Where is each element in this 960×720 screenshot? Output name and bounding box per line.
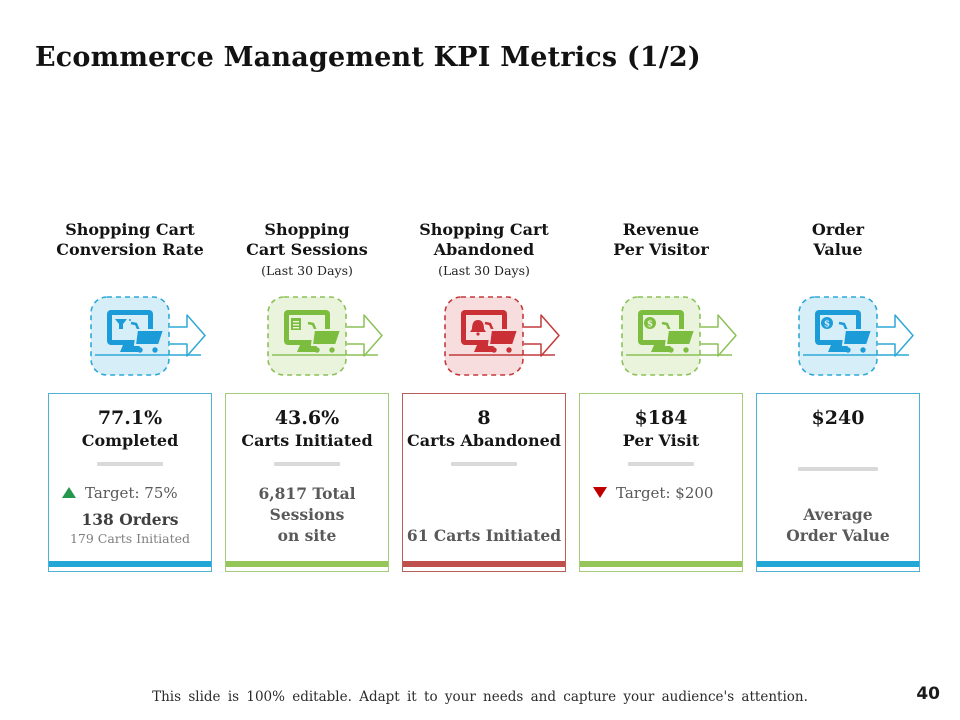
target-row: Target: 75% [62, 484, 178, 502]
heading-line: Conversion Rate [56, 240, 204, 260]
kpi-card-cart-abandoned: 8 Carts Abandoned 61 Carts Initiated [402, 393, 566, 572]
kpi-column-header-revenue-per-visitor: Revenue Per Visitor [579, 220, 743, 278]
footer-note: This slide is 100% editable. Adapt it to… [152, 689, 808, 705]
kpi-card-order-value: $240 Average Order Value [756, 393, 920, 572]
divider [628, 461, 694, 466]
monitor-shopping-cart-icon: $ [756, 294, 920, 386]
triangle-up-icon [62, 487, 76, 499]
divider [798, 466, 878, 471]
divider [451, 461, 517, 466]
arrow-right-icon [347, 314, 383, 357]
heading-line: Shopping Cart [419, 220, 549, 239]
kpi-value: 77.1% [97, 407, 163, 429]
kpi-value-label: Completed [81, 430, 179, 450]
target-text: Target: 75% [85, 483, 178, 502]
detail-block: 138 Orders 179 Carts Initiated [70, 510, 190, 547]
kpi-column-header-order-value: Order Value [756, 220, 920, 278]
kpi-cards-band: 77.1% Completed Target: 75% 138 Orders 1… [48, 393, 920, 572]
detail-line: 61 Carts Initiated [406, 526, 562, 546]
detail-primary: 138 Orders [81, 509, 179, 529]
kpi-column-header-conversion-rate: Shopping Cart Conversion Rate [48, 220, 212, 278]
monitor-shopping-cart-icon [402, 294, 566, 386]
heading-line: Revenue [622, 220, 700, 239]
detail-block: 61 Carts Initiated [407, 526, 561, 547]
kpi-value: 43.6% [274, 407, 340, 429]
detail-block: 6,817 Total Sessions on site [226, 484, 388, 547]
svg-text:$: $ [647, 320, 653, 330]
kpi-card-revenue-per-visitor: $184 Per Visit Target: $200 [579, 393, 743, 572]
kpi-value: 8 [477, 407, 491, 429]
heading-subtext: (Last 30 Days) [438, 262, 530, 278]
target-row: Target: $200 [593, 484, 713, 502]
detail-block: Average Order Value [786, 505, 890, 547]
divider [97, 461, 163, 466]
monitor-shopping-cart-icon: $ [579, 294, 743, 386]
detail-line: Average [803, 505, 873, 525]
heading-line: Shopping [264, 220, 350, 239]
triangle-down-icon [593, 487, 607, 499]
kpi-column-header-cart-sessions: Shopping Cart Sessions (Last 30 Days) [225, 220, 389, 278]
detail-line: 6,817 Total Sessions [258, 484, 356, 525]
heading-line: Abandoned [433, 240, 535, 260]
detail-line: on site [277, 526, 337, 546]
arrow-right-icon [524, 314, 560, 357]
kpi-value-label: Carts Initiated [241, 430, 373, 450]
kpi-card-conversion-rate: 77.1% Completed Target: 75% 138 Orders 1… [48, 393, 212, 572]
divider [274, 461, 340, 466]
heading-subtext: (Last 30 Days) [261, 262, 353, 278]
heading-line: Cart Sessions [246, 240, 368, 260]
monitor-shopping-cart-icon [225, 294, 389, 386]
kpi-value: $240 [811, 407, 865, 429]
detail-line: Order Value [786, 526, 890, 546]
target-text: Target: $200 [616, 483, 714, 502]
svg-text:$: $ [824, 320, 830, 330]
page-number: 40 [916, 684, 940, 704]
heading-line: Shopping Cart [65, 220, 195, 239]
arrow-right-icon [878, 314, 914, 357]
kpi-card-cart-sessions: 43.6% Carts Initiated 6,817 Total Sessio… [225, 393, 389, 572]
kpi-value: $184 [634, 407, 688, 429]
kpi-value-label: Per Visit [622, 430, 700, 450]
kpi-headers-band: Shopping Cart Conversion Rate Shopping C… [48, 220, 916, 278]
kpi-value-label: Carts Abandoned [407, 430, 561, 450]
slide-title: Ecommerce Management KPI Metrics (1/2) [35, 42, 701, 74]
heading-line: Per Visitor [613, 240, 709, 260]
detail-secondary: 179 Carts Initiated [69, 530, 191, 546]
arrow-right-icon [170, 314, 206, 357]
kpi-column-header-cart-abandoned: Shopping Cart Abandoned (Last 30 Days) [402, 220, 566, 278]
arrow-right-icon [701, 314, 737, 357]
kpi-icons-band: $ $ [48, 294, 916, 386]
heading-line: Order [811, 220, 865, 239]
monitor-shopping-cart-icon [48, 294, 212, 386]
heading-line: Value [813, 240, 863, 260]
